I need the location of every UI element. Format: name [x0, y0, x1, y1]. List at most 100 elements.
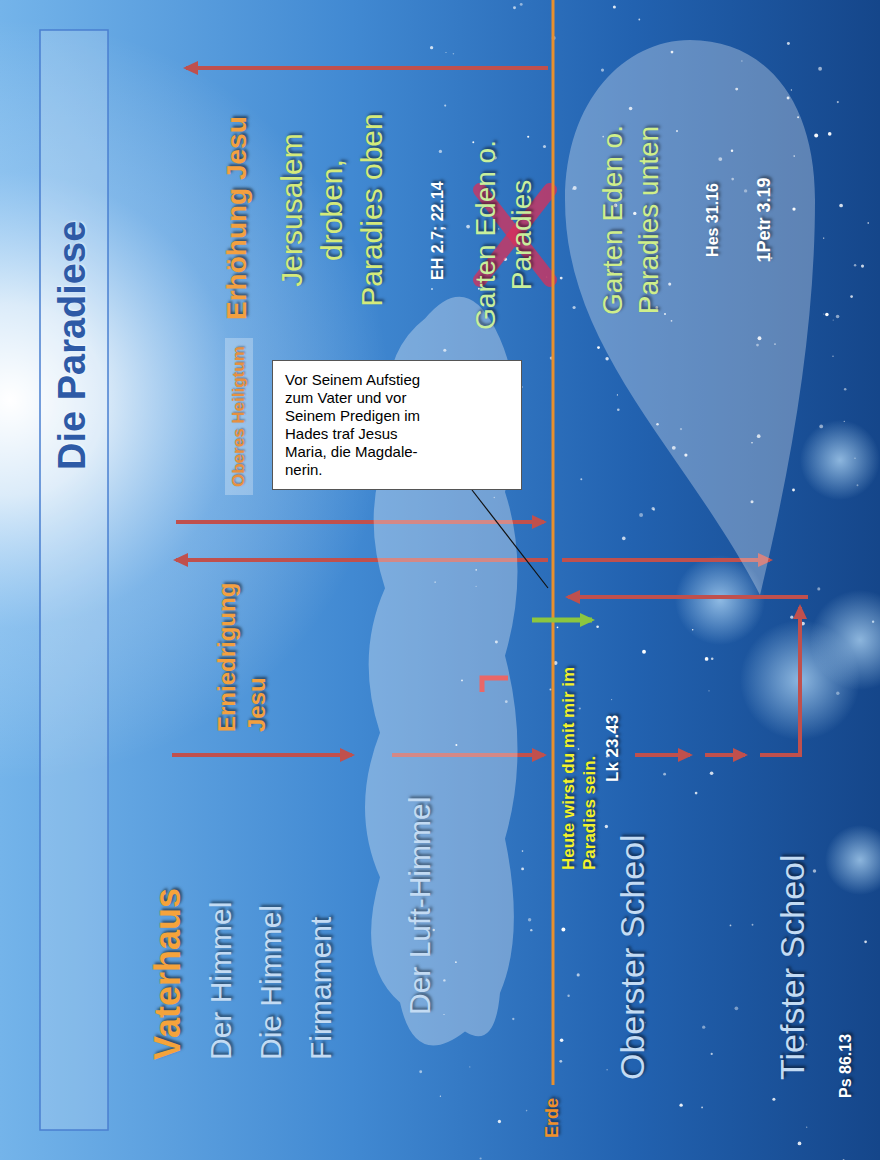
- star: [611, 699, 612, 700]
- star: [861, 265, 864, 268]
- slide-label: Vaterhaus: [146, 888, 189, 1060]
- star: [828, 132, 832, 136]
- diagram-title: Die Paradiese: [50, 221, 96, 470]
- slide-label: Firmament: [303, 917, 339, 1060]
- star: [839, 204, 843, 208]
- star: [605, 357, 608, 360]
- star: [836, 315, 840, 319]
- star: [843, 1159, 845, 1160]
- star: [530, 929, 532, 931]
- slide-label: Tiefster Scheol: [772, 855, 813, 1081]
- sparkle: [800, 420, 880, 500]
- star: [606, 1069, 607, 1070]
- star: [752, 924, 754, 926]
- star: [573, 306, 576, 309]
- star: [480, 1157, 482, 1159]
- star: [522, 850, 524, 852]
- star: [557, 626, 559, 628]
- slide-label: Jersusalem droben, Paradies oben: [272, 100, 392, 320]
- leader-line: [472, 490, 548, 588]
- star: [512, 1018, 514, 1020]
- slide-label: Garten Eden o. Paradies: [468, 120, 540, 350]
- star: [806, 1127, 807, 1128]
- star: [854, 264, 856, 266]
- star: [711, 657, 714, 660]
- star: [701, 1107, 703, 1109]
- star: [605, 825, 608, 828]
- star: [790, 616, 793, 619]
- star: [702, 1026, 705, 1029]
- star: [679, 1104, 682, 1107]
- star: [864, 940, 867, 943]
- star: [817, 587, 820, 590]
- star: [639, 513, 643, 517]
- star: [792, 489, 795, 492]
- slide-label: EH 2.7; 22.14: [428, 181, 447, 280]
- sparkle: [810, 590, 880, 690]
- star: [560, 277, 563, 280]
- star: [651, 507, 654, 510]
- star: [579, 707, 581, 709]
- box-text: Oberes Heiligtum: [229, 346, 249, 487]
- star: [711, 1053, 713, 1055]
- star: [787, 42, 790, 45]
- star: [527, 136, 529, 138]
- blob-outline: [565, 40, 815, 600]
- star: [833, 320, 834, 321]
- blob-reference: Hes 31.16: [703, 140, 723, 300]
- star: [453, 53, 455, 55]
- blob-fill: [565, 40, 815, 595]
- star: [791, 89, 792, 90]
- star: [469, 1066, 470, 1067]
- star: [708, 690, 709, 691]
- star: [818, 67, 822, 71]
- earth-line: [552, 0, 555, 1085]
- star: [466, 225, 470, 229]
- star: [622, 537, 626, 541]
- blob-heading: Garten Eden o. Paradies unten: [595, 100, 667, 340]
- callout-box: Vor Seinem Aufstieg zum Vater und vor Se…: [272, 360, 522, 490]
- star: [419, 1070, 422, 1073]
- star: [823, 237, 824, 238]
- star: [642, 650, 646, 654]
- star: [617, 394, 618, 395]
- star: [513, 6, 516, 9]
- star: [567, 995, 569, 997]
- blob-reference: 1Petr 3.19: [753, 140, 775, 300]
- star: [814, 134, 818, 138]
- slide-label: Oberster Scheol: [612, 834, 653, 1080]
- star: [445, 52, 446, 53]
- star: [543, 145, 546, 148]
- star: [601, 69, 604, 72]
- star: [440, 1096, 441, 1097]
- star: [844, 388, 847, 391]
- slide-label: Der Himmel: [203, 902, 239, 1060]
- star: [695, 792, 698, 795]
- slide-label: Erhöhung Jesu: [220, 116, 254, 320]
- star: [638, 19, 640, 21]
- slide-label: Die Himmel: [253, 905, 289, 1060]
- green-arrow: [532, 618, 592, 623]
- star: [577, 973, 580, 976]
- star: [825, 313, 829, 317]
- slide-label: Heute wirst du mit mir im Paradies sein.: [558, 640, 600, 870]
- star: [597, 346, 600, 349]
- star: [521, 867, 524, 870]
- star: [867, 222, 868, 223]
- star: [730, 925, 732, 927]
- slide-label: Ps 86.13: [836, 1034, 855, 1098]
- star: [561, 928, 565, 932]
- star: [823, 313, 824, 314]
- star: [710, 771, 714, 775]
- star: [526, 1110, 528, 1112]
- slide-label: Erniedrigung Jesu: [212, 552, 272, 732]
- star: [596, 625, 599, 628]
- star: [430, 46, 433, 49]
- shaded-box: Oberes Heiligtum: [225, 338, 253, 495]
- star: [617, 408, 620, 411]
- star: [498, 1120, 501, 1123]
- star: [850, 295, 853, 298]
- star: [549, 688, 551, 690]
